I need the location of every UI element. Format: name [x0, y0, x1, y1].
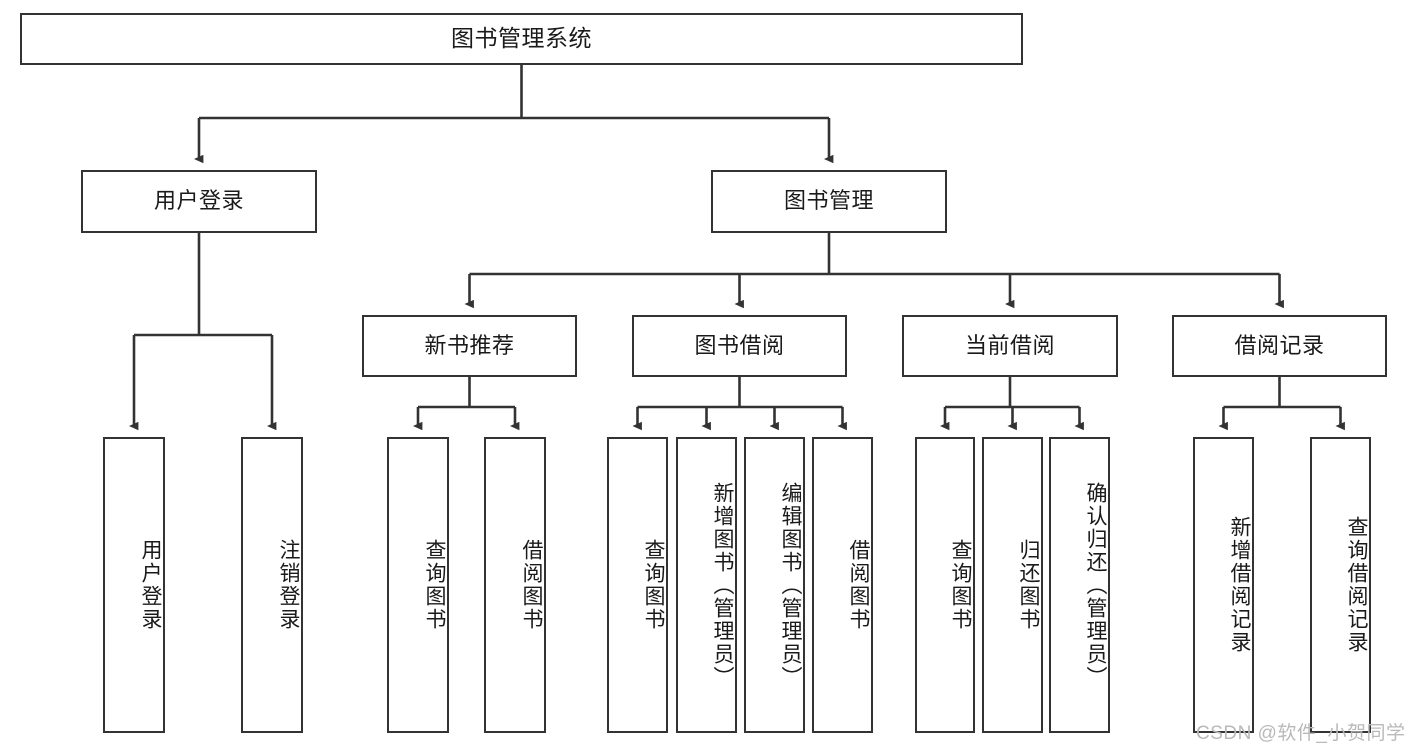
- node-label: 借阅记录: [1234, 332, 1325, 358]
- node-book-manage[interactable]: 图书管理: [711, 170, 947, 233]
- node-new-book-rec[interactable]: 新书推荐: [362, 315, 577, 377]
- node-leaf-return-book[interactable]: 归还图书: [982, 437, 1043, 733]
- node-label: 用户登录: [139, 539, 162, 631]
- node-leaf-confirm-return[interactable]: 确认归还（管理员）: [1049, 437, 1110, 733]
- node-label: 新书推荐: [424, 332, 515, 358]
- node-label: 注销登录: [277, 539, 300, 631]
- node-label: 图书管理系统: [451, 25, 592, 52]
- node-borrow-record[interactable]: 借阅记录: [1172, 315, 1387, 377]
- node-label: 图书借阅: [694, 332, 785, 358]
- node-label: 归还图书: [1017, 539, 1040, 631]
- node-book-borrow[interactable]: 图书借阅: [632, 315, 847, 377]
- node-label: 查询图书: [423, 539, 446, 631]
- node-leaf-query-book-2[interactable]: 查询图书: [607, 437, 668, 733]
- node-label: 查询图书: [949, 539, 972, 631]
- node-current-borrow[interactable]: 当前借阅: [902, 315, 1118, 377]
- node-label: 用户登录: [153, 188, 244, 214]
- node-label: 确认归还（管理员）: [1084, 481, 1107, 689]
- node-label: 查询图书: [642, 539, 665, 631]
- node-leaf-add-book[interactable]: 新增图书（管理员）: [676, 437, 737, 733]
- node-root[interactable]: 图书管理系统: [20, 13, 1023, 65]
- node-leaf-borrow-book-2[interactable]: 借阅图书: [812, 437, 873, 733]
- node-label: 借阅图书: [520, 539, 543, 631]
- node-label: 借阅图书: [847, 539, 870, 631]
- node-leaf-user-login[interactable]: 用户登录: [103, 437, 165, 733]
- node-leaf-logout[interactable]: 注销登录: [241, 437, 303, 733]
- node-leaf-add-record[interactable]: 新增借阅记录: [1193, 437, 1254, 733]
- node-leaf-query-book-3[interactable]: 查询图书: [915, 437, 975, 733]
- node-user-login[interactable]: 用户登录: [81, 170, 317, 233]
- node-leaf-query-record[interactable]: 查询借阅记录: [1310, 437, 1371, 733]
- node-label: 新增图书（管理员）: [711, 481, 734, 689]
- node-label: 查询借阅记录: [1345, 516, 1368, 654]
- watermark-text: CSDN @软件_小贺同学: [1196, 723, 1405, 744]
- node-label: 编辑图书（管理员）: [779, 481, 802, 689]
- node-leaf-query-book-1[interactable]: 查询图书: [387, 437, 449, 733]
- node-label: 当前借阅: [964, 332, 1055, 358]
- node-label: 新增借阅记录: [1228, 516, 1251, 654]
- node-leaf-borrow-book-1[interactable]: 借阅图书: [484, 437, 546, 733]
- node-leaf-edit-book[interactable]: 编辑图书（管理员）: [744, 437, 805, 733]
- node-label: 图书管理: [783, 188, 874, 214]
